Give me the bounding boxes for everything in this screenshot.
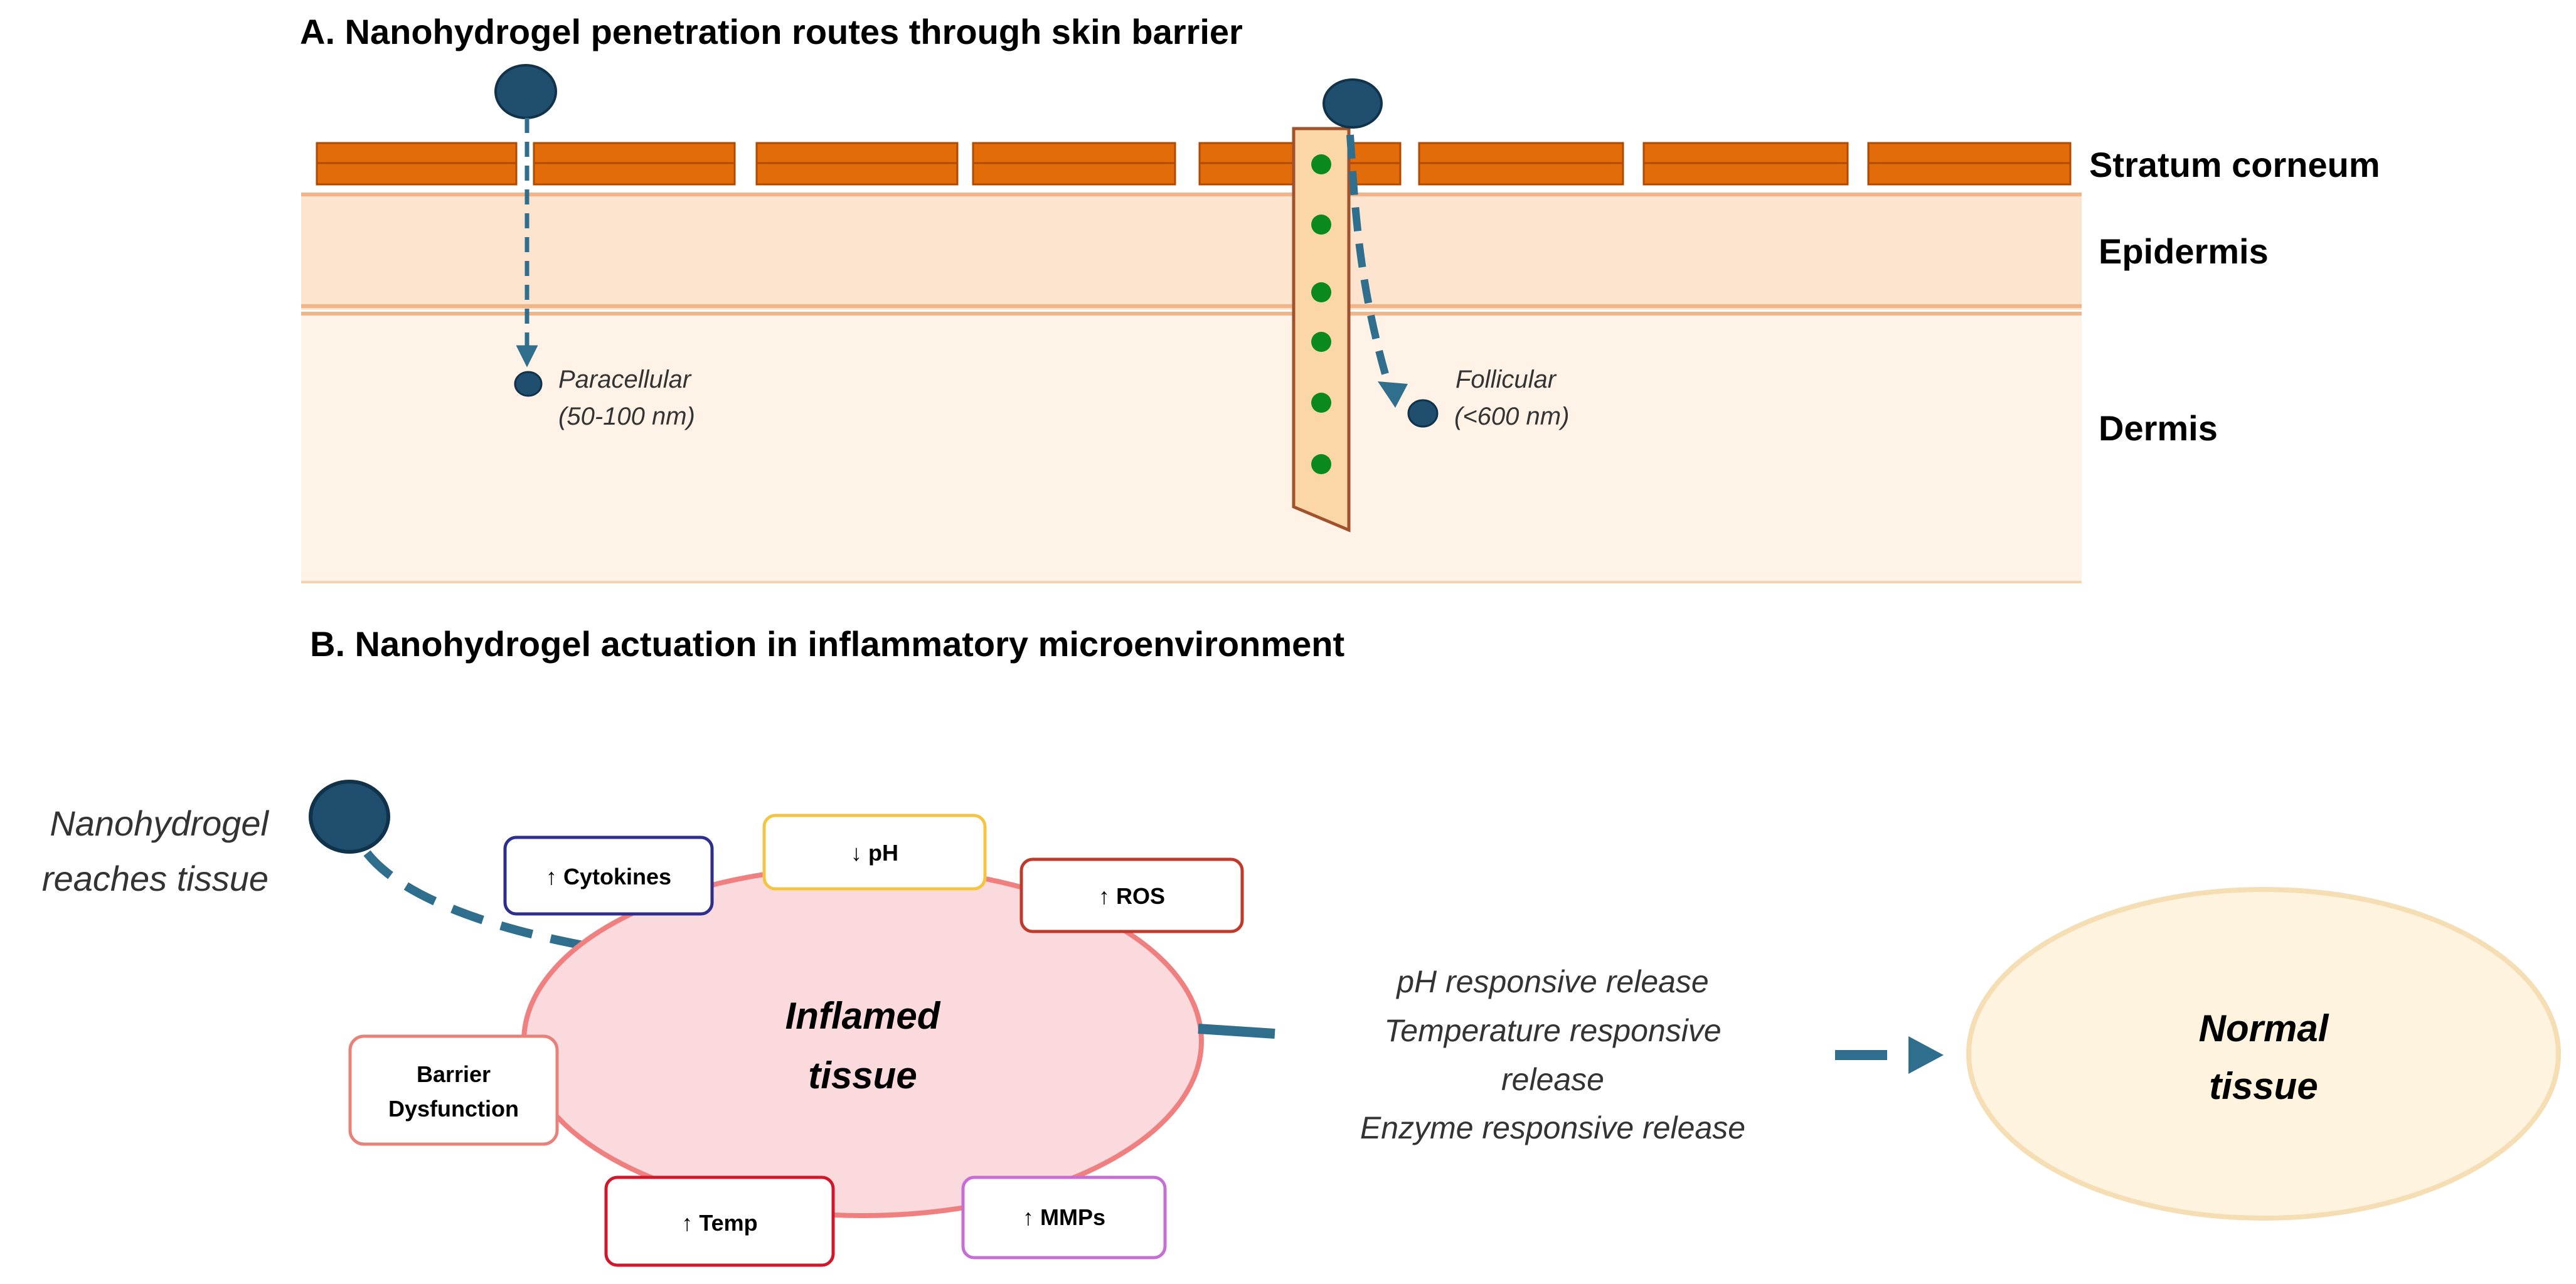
follicle-dot <box>1311 282 1331 302</box>
epidermis-label: Epidermis <box>2099 231 2269 271</box>
follicular-arrow <box>1346 134 1393 390</box>
paracellular-label: Paracellular <box>558 366 692 393</box>
nanohydrogel-particle <box>309 780 390 854</box>
nanohydrogel-start-label-line1: Nanohydrogel <box>50 804 269 843</box>
normal-tissue-label-line2: tissue <box>2209 1065 2318 1107</box>
follicle-dot <box>1311 332 1331 352</box>
factor-temp: ↑ Temp <box>604 1175 835 1267</box>
barrier-label-line2: Dysfunction <box>388 1096 519 1122</box>
panel-a-title: A. Nanohydrogel penetration routes throu… <box>300 12 1243 51</box>
incoming-path <box>363 850 594 952</box>
follicular-route <box>1323 78 1439 428</box>
paracellular-route <box>494 64 557 397</box>
factor-ros: ↑ ROS <box>1019 857 1244 933</box>
stratum-corneum-label: Stratum corneum <box>2089 145 2380 184</box>
dermis-layer <box>301 312 2082 582</box>
factor-mmps: ↑ MMPs <box>961 1175 1167 1260</box>
brick <box>316 142 518 186</box>
follicular-label: Follicular <box>1456 366 1557 393</box>
follicle-dot <box>1311 215 1331 235</box>
stratum-corneum-bricks <box>316 142 2072 186</box>
release-mechanism-1: pH responsive release <box>1395 964 1709 999</box>
temp-label: ↑ Temp <box>681 1210 757 1236</box>
brick <box>533 142 736 186</box>
factor-ph: ↓ pH <box>762 814 987 891</box>
epidermis-layer <box>301 193 2082 310</box>
dermis-label: Dermis <box>2099 408 2218 448</box>
brick <box>755 142 959 186</box>
normal-tissue <box>1966 887 2561 1221</box>
cytokines-label: ↑ Cytokines <box>546 864 671 889</box>
normal-tissue-label-line1: Normal <box>2199 1007 2329 1049</box>
brick <box>1867 142 2072 186</box>
release-arrowhead <box>1908 1036 1944 1074</box>
skin-cross-section: Paracellular (50-100 nm) Follicular (<60… <box>301 64 2082 583</box>
factor-barrier-dysfunction: Barrier Dysfunction <box>348 1034 559 1146</box>
brick <box>972 142 1176 186</box>
hair-follicle <box>1292 127 1351 533</box>
nanohydrogel-particle-paracellular <box>494 64 557 119</box>
ph-label: ↓ pH <box>851 840 898 866</box>
follicle-dot <box>1311 154 1331 174</box>
mmps-label: ↑ MMPs <box>1023 1204 1105 1230</box>
paracellular-size: (50-100 nm) <box>558 403 695 430</box>
release-mechanism-2: Temperature responsive <box>1384 1013 1721 1048</box>
brick <box>1642 142 1849 186</box>
ros-label: ↑ ROS <box>1099 883 1165 909</box>
follicular-endpoint-particle <box>1407 399 1439 428</box>
release-mechanism-2-cont: release <box>1501 1062 1604 1097</box>
factor-cytokines: ↑ Cytokines <box>503 836 714 916</box>
follicle-dot <box>1311 454 1331 474</box>
brick <box>1418 142 1624 186</box>
follicular-size: (<600 nm) <box>1454 403 1569 430</box>
release-mechanism-3: Enzyme responsive release <box>1360 1110 1745 1145</box>
release-path-start <box>1198 1024 1275 1039</box>
barrier-label-line1: Barrier <box>417 1061 491 1087</box>
inflamed-tissue-label-line2: tissue <box>808 1054 917 1096</box>
inflamed-tissue-label-line1: Inflamed <box>785 995 941 1037</box>
paracellular-endpoint-particle <box>514 371 543 397</box>
follicle-dot <box>1311 393 1331 413</box>
nanohydrogel-particle-follicular <box>1323 78 1383 129</box>
panel-b-title: B. Nanohydrogel actuation in inflammator… <box>310 624 1344 664</box>
follicular-arrowhead <box>1378 381 1408 408</box>
nanohydrogel-start-label-line2: reaches tissue <box>42 859 269 898</box>
